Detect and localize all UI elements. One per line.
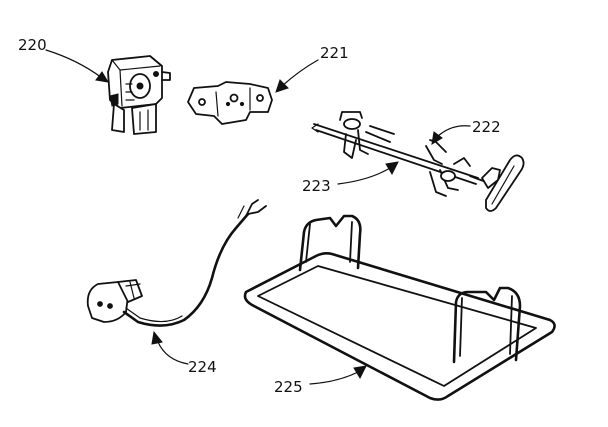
leader-221 (281, 59, 319, 87)
label-223: 223 (302, 177, 331, 195)
label-224: 224 (188, 358, 217, 376)
spit-assembly (311, 111, 525, 212)
label-221: 221 (320, 44, 349, 62)
arrowhead-224 (151, 330, 163, 345)
label-225: 225 (274, 378, 303, 396)
motor-part (107, 55, 171, 135)
leader-lines (45, 49, 471, 385)
arrowhead-223 (385, 161, 399, 176)
arrowhead-220 (95, 71, 109, 83)
power-cord-part (86, 199, 267, 327)
leader-225 (309, 371, 359, 385)
leader-224 (157, 341, 189, 365)
arrowhead-221 (275, 79, 289, 93)
bracket-part (187, 81, 273, 125)
drip-rack-part (243, 214, 556, 401)
leader-220 (45, 49, 103, 79)
arrowhead-222 (431, 131, 443, 145)
arrowhead-225 (353, 365, 367, 380)
label-222: 222 (472, 118, 501, 136)
leader-223 (337, 167, 391, 185)
leader-222 (437, 125, 471, 137)
label-220: 220 (18, 36, 47, 54)
